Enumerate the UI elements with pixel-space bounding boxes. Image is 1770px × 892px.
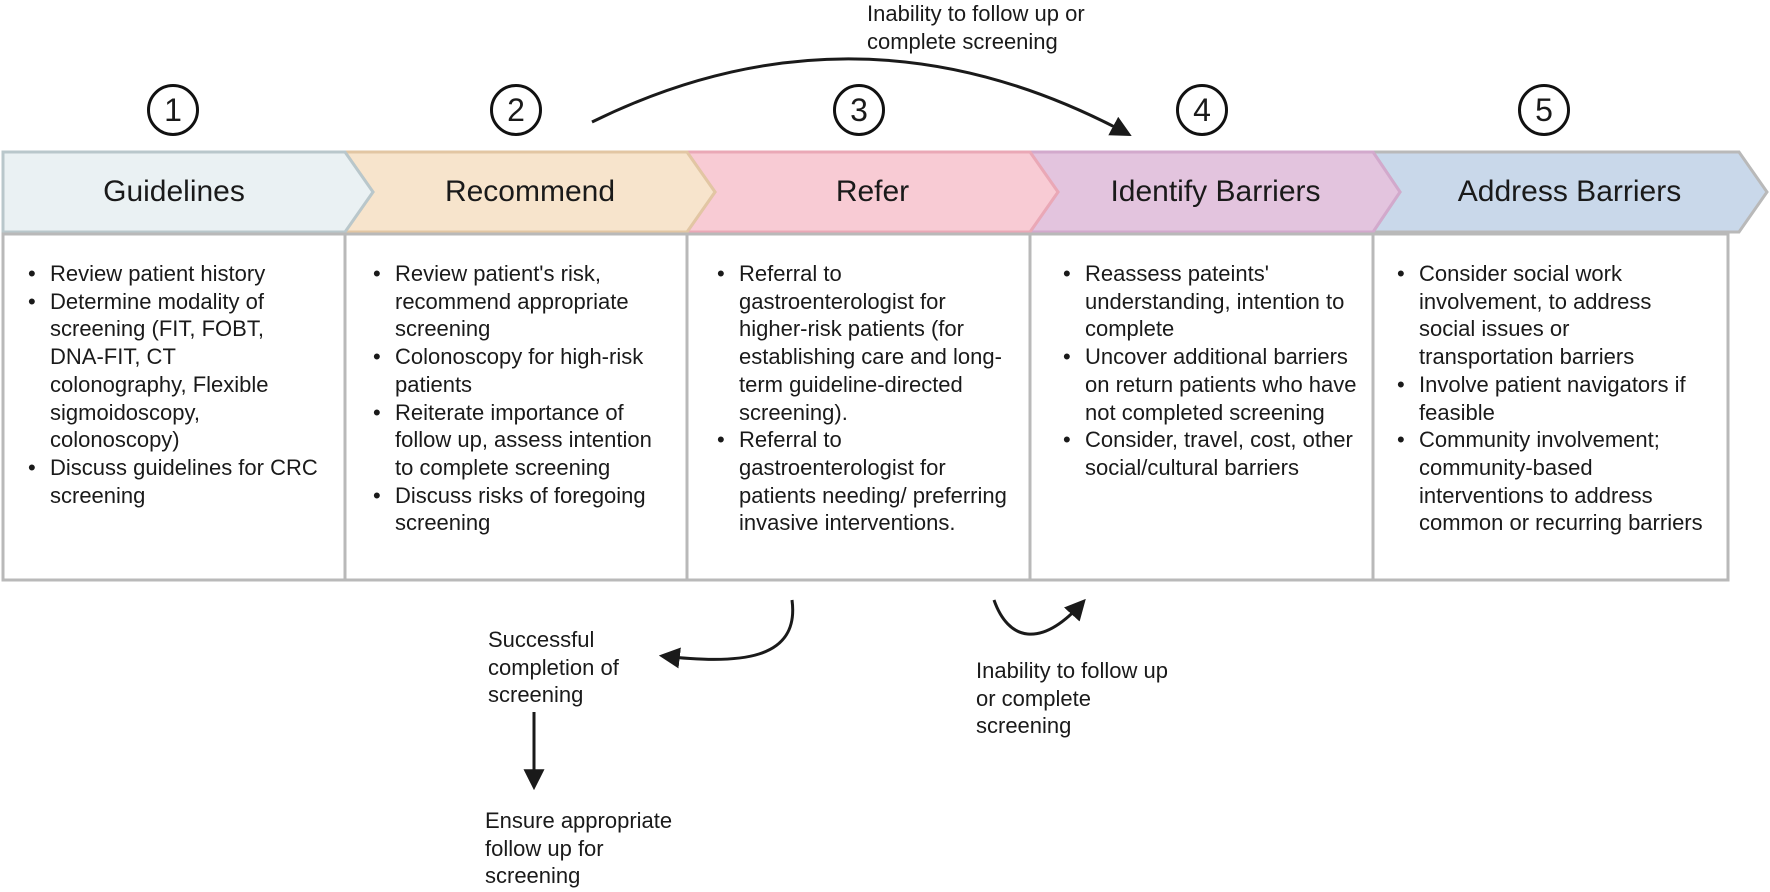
list-item: Discuss guidelines for CRC screening bbox=[28, 454, 318, 509]
step-number-2: 2 bbox=[490, 84, 542, 136]
list-item: Discuss risks of foregoing screening bbox=[373, 482, 673, 537]
step-title-2: Recommend bbox=[444, 175, 616, 208]
step-title-4: Identify Barriers bbox=[1110, 175, 1321, 208]
list-item: Involve patient navigators if feasible bbox=[1397, 371, 1707, 426]
step-number-4: 4 bbox=[1176, 84, 1228, 136]
list-item: Consider social work involvement, to add… bbox=[1397, 260, 1707, 371]
step-3-list: Referral to gastroenterologist for highe… bbox=[717, 260, 1007, 537]
list-item: Referral to gastroenterologist for highe… bbox=[717, 260, 1007, 426]
success-note: Successful completion of screening bbox=[488, 627, 619, 707]
list-item: Community involvement; community-based i… bbox=[1397, 426, 1707, 537]
step-5-list: Consider social work involvement, to add… bbox=[1397, 260, 1707, 537]
step-title-1: Guidelines bbox=[103, 175, 245, 208]
step-2-list: Review patient's risk, recommend appropr… bbox=[373, 260, 673, 537]
bottom-loop-note: Inability to follow up or complete scree… bbox=[976, 658, 1168, 738]
list-item: Referral to gastroenterologist for patie… bbox=[717, 426, 1007, 537]
list-item: Consider, travel, cost, other social/cul… bbox=[1063, 426, 1358, 481]
success-arrow bbox=[658, 599, 795, 669]
list-item: Uncover additional barriers on return pa… bbox=[1063, 343, 1358, 426]
step-title-3: Refer bbox=[835, 175, 910, 208]
step-number-3: 3 bbox=[833, 84, 885, 136]
list-item: Colonoscopy for high-risk patients bbox=[373, 343, 673, 398]
step-number-1: 1 bbox=[147, 84, 199, 136]
ensure-note: Ensure appropriate follow up for screeni… bbox=[485, 808, 673, 888]
step-number-5: 5 bbox=[1518, 84, 1570, 136]
step-1-list: Review patient history Determine modalit… bbox=[28, 260, 318, 509]
list-item: Review patient history bbox=[28, 260, 318, 288]
step-4-list: Reassess pateints' understanding, intent… bbox=[1063, 260, 1358, 482]
list-item: Determine modality of screening (FIT, FO… bbox=[28, 288, 318, 454]
barrier-loop-arrow bbox=[992, 598, 1086, 636]
chevron-step-1 bbox=[1, 150, 375, 234]
top-loop-arrow bbox=[591, 57, 1132, 136]
list-item: Review patient's risk, recommend appropr… bbox=[373, 260, 673, 343]
step-title-5: Address Barriers bbox=[1457, 175, 1682, 208]
top-loop-note: Inability to follow up or complete scree… bbox=[867, 1, 1085, 54]
list-item: Reassess pateints' understanding, intent… bbox=[1063, 260, 1358, 343]
list-item: Reiterate importance of follow up, asses… bbox=[373, 399, 673, 482]
